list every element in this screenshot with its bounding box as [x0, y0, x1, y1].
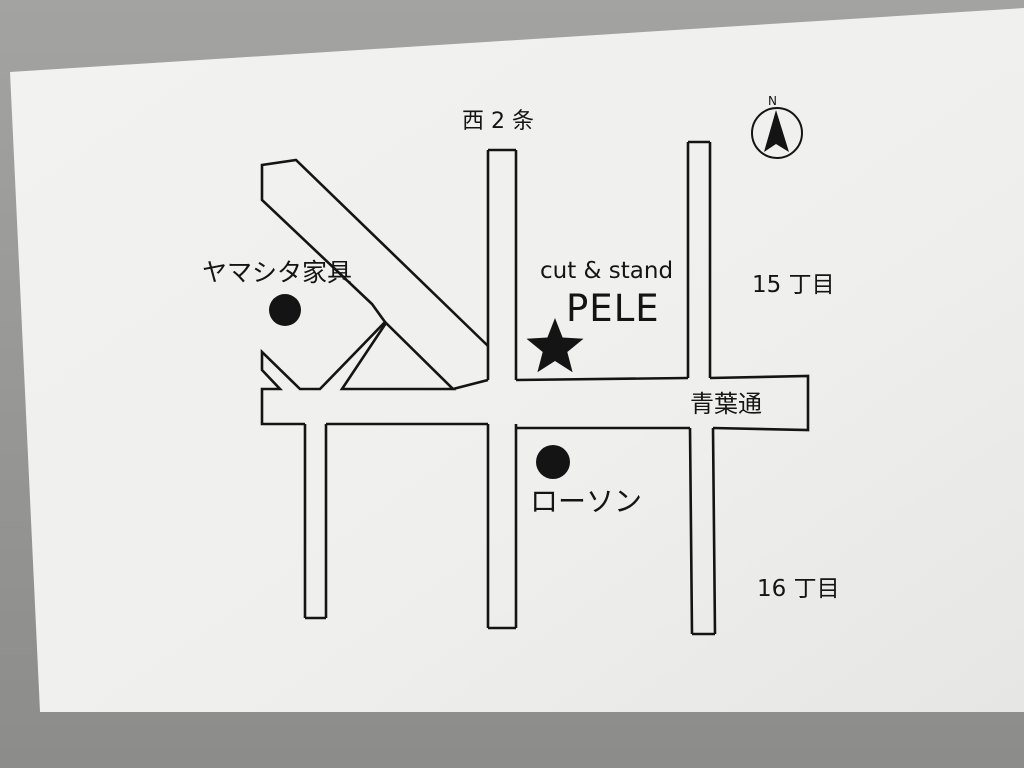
street-label-15-chome: 15 丁目: [752, 272, 835, 298]
street-label-nishi-2-jo: 西 2 条: [462, 109, 534, 134]
lawson-marker: [536, 445, 570, 479]
road-triangle-island: [339, 320, 457, 391]
road-left-vertical: [303, 424, 328, 620]
yamashita-marker: [269, 294, 301, 326]
road-diagonal-link: [452, 378, 489, 391]
street-label-aoba-dori: 青葉通: [690, 390, 762, 418]
road-aoba-dori: [260, 158, 810, 432]
road-right-vertical: [686, 140, 717, 636]
compass-north-label: N: [768, 94, 777, 108]
road-nishi-2-jo: [486, 148, 518, 630]
north-arrow-icon: [764, 110, 789, 152]
street-label-16-chome: 16 丁目: [757, 576, 840, 602]
shop-name: PELE: [566, 287, 660, 330]
compass-icon: [751, 107, 803, 159]
shop-star-icon: [526, 318, 584, 373]
road-network: [260, 140, 810, 636]
shop-tagline: cut & stand: [540, 258, 674, 284]
landmark-label-lawson: ローソン: [530, 485, 643, 518]
landmark-label-yamashita: ヤマシタ家具: [202, 258, 353, 287]
